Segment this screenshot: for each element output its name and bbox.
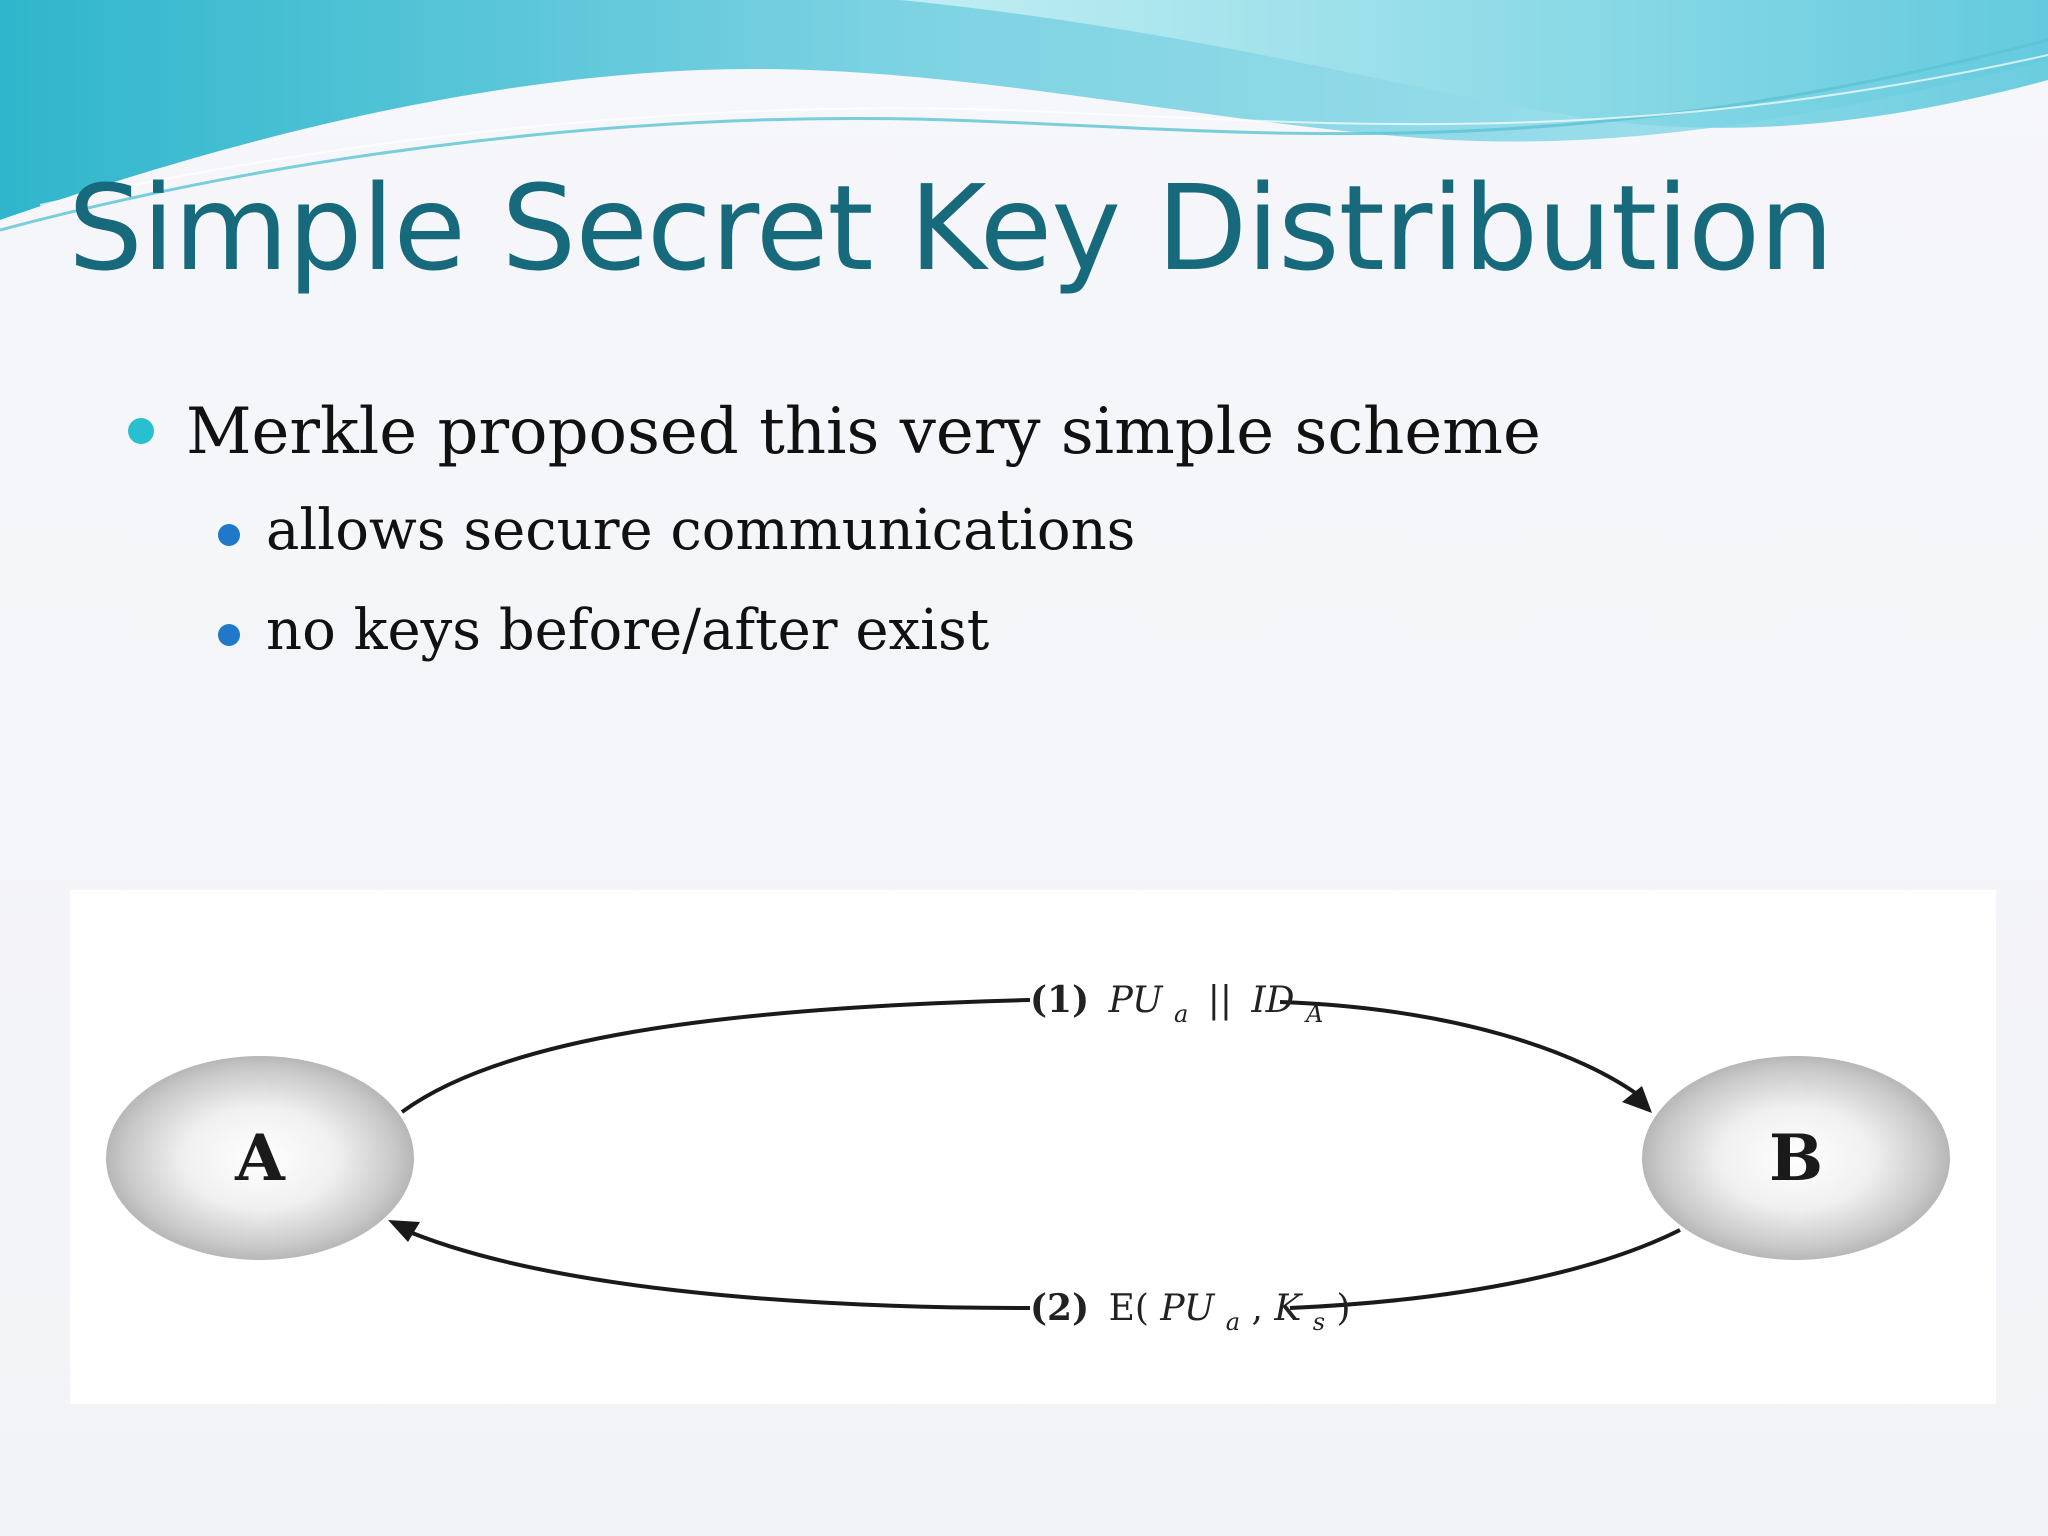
diagram-canvas: A B (1) PU a || ID A (2) E( [106, 979, 1950, 1339]
node-a-label: A [234, 1121, 286, 1196]
bullet-item-merkle: Merkle proposed this very simple scheme [186, 395, 1541, 469]
message-1-step: (1) [1030, 979, 1089, 1021]
message-2-k: K [1273, 1288, 1303, 1329]
message-2-step: (2) [1030, 1287, 1089, 1329]
message-2-close: ) [1337, 1288, 1351, 1329]
svg-text:(2) E( PU: (2) E( PU a , K s ) [1030, 1287, 1351, 1339]
arrow-b-to-a [1289, 1228, 1681, 1310]
node-a [106, 1056, 414, 1260]
message-1-pu-sub: a [1174, 1000, 1188, 1028]
bullet-icon [128, 418, 154, 444]
sub-bullet-item-secure-comms: allows secure communications [266, 498, 1136, 563]
message-2-label: (2) E( PU a , K s ) [1030, 1287, 1351, 1339]
message-1-concat: || [1208, 980, 1232, 1021]
message-2-comma: , [1252, 1288, 1275, 1329]
arrow-b-to-a-tail [399, 1226, 1031, 1310]
message-1-label: (1) PU a || ID A [1030, 979, 1323, 1031]
sub-bullet-icon [218, 524, 240, 546]
message-2-k-sub: s [1313, 1308, 1325, 1336]
svg-text:(1) PU a: (1) PU a || ID A [1030, 979, 1323, 1031]
message-2-pu: PU [1159, 1288, 1216, 1329]
message-2-pu-sub: a [1226, 1308, 1240, 1336]
arrow-a-to-b [400, 998, 1031, 1114]
message-1-id-sub: A [1304, 1000, 1323, 1028]
arrowhead-at-a [388, 1220, 420, 1242]
key-distribution-diagram: A B (1) PU a || ID A (2) E( [70, 890, 1996, 1404]
node-b-label: B [1769, 1121, 1823, 1196]
node-b [1642, 1056, 1950, 1260]
arrowhead-at-b [1622, 1086, 1652, 1113]
arrow-a-to-b-tail [1279, 1000, 1647, 1102]
slide-title: Simple Secret Key Distribution [68, 159, 1834, 297]
sub-bullet-item-no-keys: no keys before/after exist [266, 598, 990, 663]
header-wave-decoration [0, 0, 2048, 232]
message-1-pu: PU [1108, 980, 1165, 1021]
message-1-id: ID [1250, 980, 1294, 1021]
message-2-func: E( [1109, 1288, 1149, 1329]
sub-bullet-icon [218, 624, 240, 646]
